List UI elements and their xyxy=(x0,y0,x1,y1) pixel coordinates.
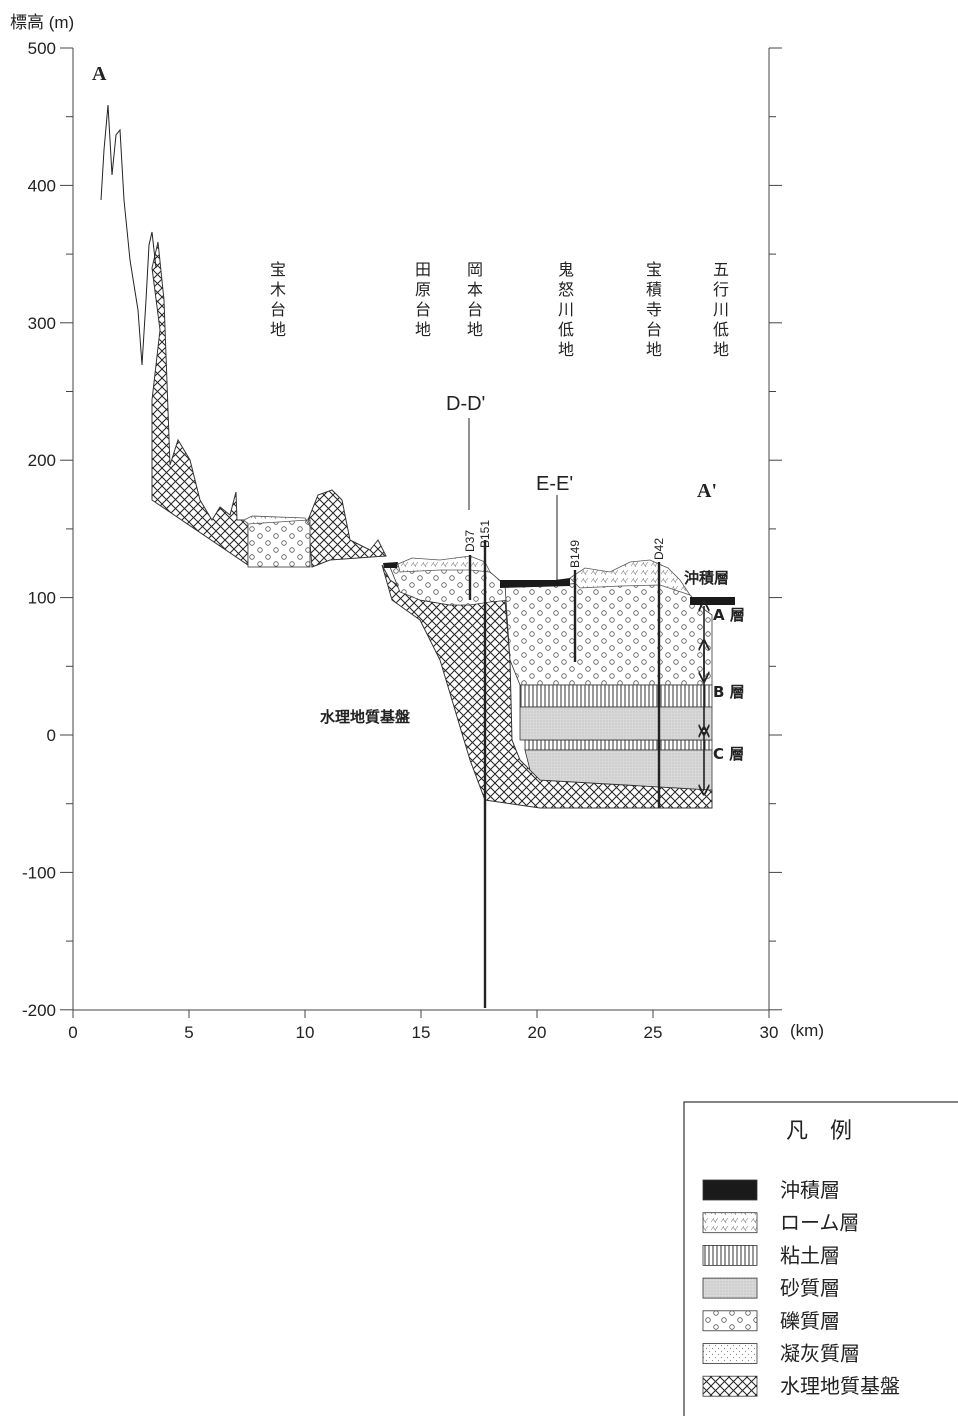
place-label: 田原台地 xyxy=(415,260,431,339)
borehole-d37-label: D37 xyxy=(463,530,477,552)
layer-c-label: C 層 xyxy=(713,745,744,763)
y-tick-label: 400 xyxy=(28,176,56,195)
x-tick-label: 5 xyxy=(184,1023,193,1042)
y-tick-label: -100 xyxy=(22,863,56,882)
legend-label: 粘土層 xyxy=(780,1243,840,1267)
legend-swatch-basement xyxy=(702,1375,758,1397)
legend-swatch-loam xyxy=(702,1212,758,1234)
place-label: 岡本台地 xyxy=(467,260,483,339)
place-labels: 宝木台地 田原台地 岡本台地 鬼怒川低地 宝積寺台地 五行川低地 xyxy=(270,260,729,359)
legend-label: 沖積層 xyxy=(780,1178,840,1202)
sand-layer xyxy=(519,706,713,791)
x-tick-label: 30 xyxy=(760,1023,779,1042)
legend-label: ローム層 xyxy=(780,1211,859,1235)
legend-swatch-sand xyxy=(702,1277,758,1299)
layer-a-label: A 層 xyxy=(713,606,745,624)
y-axis-label: 標高 (m) xyxy=(10,13,74,32)
place-label: 鬼怒川低地 xyxy=(558,260,574,359)
alluvium-layer xyxy=(383,562,735,605)
legend-title: 凡 例 xyxy=(786,1119,852,1144)
x-axis-ticks: 0 5 10 15 20 25 30 xyxy=(68,1010,778,1042)
y-tick-label: 100 xyxy=(28,589,56,608)
gravel-layer xyxy=(247,519,713,686)
section-ee-label: E-E' xyxy=(536,473,573,495)
layer-b-label: B 層 xyxy=(713,683,745,701)
legend-label: 凝灰質層 xyxy=(780,1342,860,1366)
y-tick-label: 300 xyxy=(28,314,56,333)
borehole-d42-label: D42 xyxy=(652,538,666,560)
x-axis-unit: (km) xyxy=(790,1021,824,1040)
legend-label: 水理地質基盤 xyxy=(780,1374,900,1398)
y-tick-label: -200 xyxy=(22,1001,56,1020)
terrain-outline xyxy=(100,104,157,366)
legend-label: 礫質層 xyxy=(780,1309,840,1333)
legend-swatch-alluvium xyxy=(702,1179,758,1201)
point-a-prime-label: A' xyxy=(697,480,717,502)
legend-swatch-tuff xyxy=(702,1343,758,1364)
borehole-b151-label: B151 xyxy=(478,520,492,548)
place-label: 宝木台地 xyxy=(270,260,286,339)
y-axis-ticks: 500 400 300 200 100 0 -100 -200 xyxy=(22,39,782,1020)
point-a-label: A xyxy=(92,63,107,85)
x-tick-label: 0 xyxy=(68,1023,77,1042)
y-tick-label: 200 xyxy=(28,451,56,470)
boreholes xyxy=(468,540,661,1008)
legend-swatch-gravel xyxy=(702,1310,758,1332)
section-dd-label: D-D' xyxy=(446,393,485,415)
x-tick-label: 20 xyxy=(528,1023,547,1042)
y-tick-label: 500 xyxy=(28,39,56,58)
place-label: 宝積寺台地 xyxy=(646,260,662,359)
basement-label: 水理地質基盤 xyxy=(320,708,411,726)
place-label: 五行川低地 xyxy=(713,260,729,359)
legend-label: 砂質層 xyxy=(780,1276,840,1300)
x-tick-label: 25 xyxy=(644,1023,663,1042)
borehole-b149-label: B149 xyxy=(568,540,582,568)
x-tick-label: 10 xyxy=(296,1023,315,1042)
alluvium-label: 沖積層 xyxy=(684,569,729,587)
axes-frame xyxy=(60,47,782,1011)
section-lines xyxy=(468,418,558,580)
x-tick-label: 15 xyxy=(412,1023,431,1042)
legend-swatch-clay xyxy=(702,1245,758,1266)
y-tick-label: 0 xyxy=(47,726,56,745)
